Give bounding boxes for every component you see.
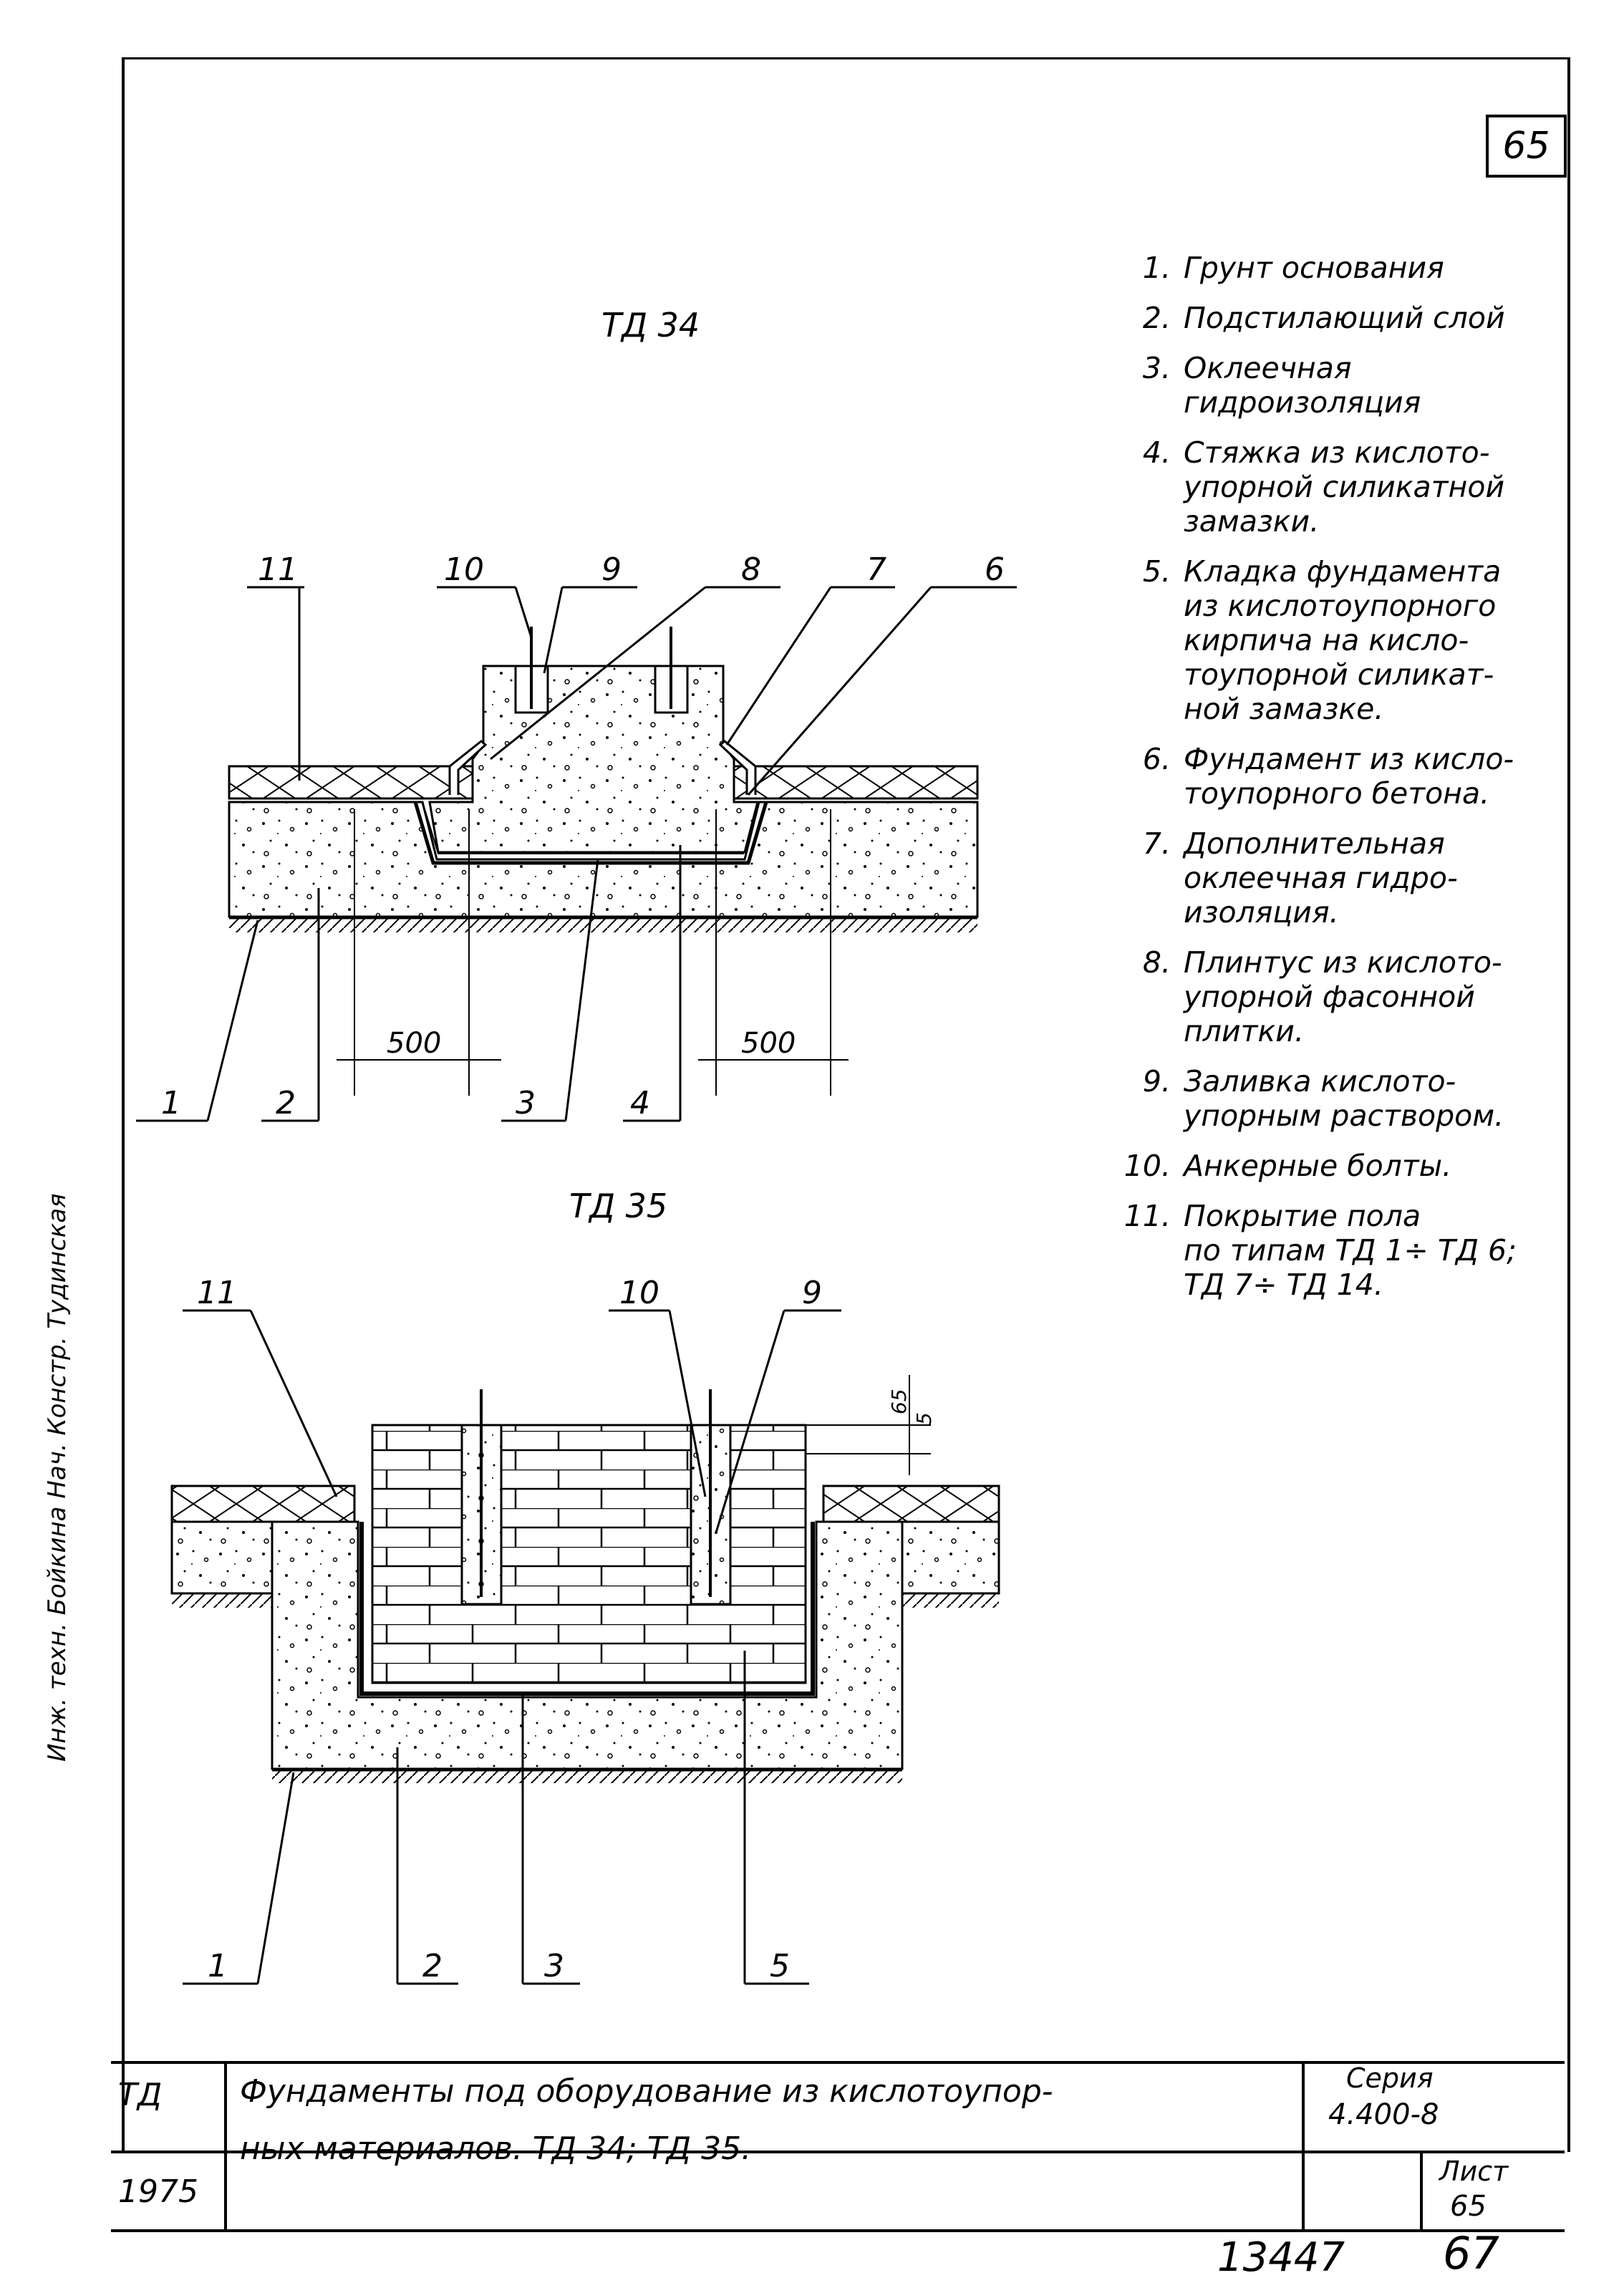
td34-callout-10: 10 (444, 551, 484, 588)
legend-item-text: Оклеечная гидроизоляция (1184, 351, 1421, 420)
td34-waterproofing (413, 801, 768, 865)
title-block-grid (111, 2061, 1565, 2232)
legend-item-text: Грунт основания (1184, 251, 1444, 285)
legend-item-number: 10. (1123, 1149, 1171, 1183)
td35-callout-3: 3 (544, 1948, 564, 1984)
legend-item: 3. Оклеечная гидроизоляция (1117, 351, 1561, 420)
td34-callout-11: 11 (258, 551, 298, 588)
td34-callout-8: 8 (741, 551, 761, 588)
legend-item-text: Стяжка из кислото- упорной силикатной за… (1184, 435, 1505, 539)
td35-callout-10: 10 (619, 1275, 659, 1311)
legend-item-text: Анкерные болты. (1184, 1149, 1452, 1183)
legend-item-text: Плинтус из кислото- упорной фасонной пли… (1184, 945, 1502, 1048)
td35-section (170, 1309, 1000, 1985)
td35-callout-2: 2 (422, 1948, 443, 1984)
legend-item-number: 6. (1142, 742, 1171, 776)
td34-callout-2: 2 (276, 1085, 296, 1121)
td35-waterproofing (359, 1522, 815, 1696)
td34-callouts: 11 10 9 8 7 6 1 2 3 4 500 500 (161, 551, 1005, 1121)
title-block-year: 1975 (118, 2173, 198, 2210)
td34-title: ТД 34 (601, 306, 700, 344)
legend-item-number: 9. (1142, 1064, 1171, 1099)
sheet-corner-number: 65 (1486, 115, 1567, 178)
legend-item: 9. Заливка кислото- упорным раствором. (1117, 1064, 1561, 1133)
legend-item-number: 2. (1142, 301, 1171, 335)
legend-item: 8. Плинтус из кислото- упорной фасонной п… (1117, 945, 1561, 1048)
drawing-frame (122, 57, 1570, 2152)
td35-floor-cover-right (822, 1485, 1000, 1523)
td34-callout-6: 6 (985, 551, 1005, 588)
title-block-title-line2: ных материалов. ТД 34; ТД 35. (240, 2130, 752, 2167)
td35-callout-11: 11 (197, 1275, 237, 1311)
td34-dimension-left: 500 (387, 1027, 441, 1060)
legend-item: 10. Анкерные болты. (1117, 1149, 1561, 1183)
legend-item: 2. Подстилающий слой (1117, 301, 1561, 335)
legend-item: 4. Стяжка из кислото- упорной силикатной … (1117, 435, 1561, 539)
legend-item-number: 11. (1123, 1199, 1171, 1233)
td35-callout-5: 5 (770, 1948, 790, 1984)
td35-floor-cover-left (170, 1485, 356, 1523)
bottom-number-1: 13447 (1217, 2234, 1345, 2281)
legend-item-text: Фундамент из кисло- тоупорного бетона. (1184, 742, 1514, 811)
td35-dimension-5: 5 (912, 1412, 936, 1425)
legend-item-number: 8. (1142, 945, 1171, 980)
title-block-code: ТД (118, 2077, 163, 2113)
td35-callout-1: 1 (208, 1948, 228, 1984)
legend-item: 5. Кладка фундамента из кислотоупорного к… (1117, 554, 1561, 726)
legend-item: 6. Фундамент из кисло- тоупорного бетона. (1117, 742, 1561, 811)
title-block-sheet-label: Лист (1439, 2156, 1509, 2187)
legend-item-number: 1. (1142, 251, 1171, 285)
legend-item-text: Подстилающий слой (1184, 301, 1505, 335)
legend-item: 11. Покрытие пола по типам ТД 1÷ ТД 6; ТД… (1117, 1199, 1561, 1302)
td34-foundation (428, 665, 759, 854)
legend-item-number: 5. (1142, 554, 1171, 589)
title-block-sheet-value: 65 (1450, 2190, 1487, 2223)
td35-callout-9: 9 (802, 1275, 822, 1311)
td35-title: ТД 35 (569, 1187, 667, 1225)
legend-list: 1. Грунт основания 2. Подстилающий слой 3. Ок… (1117, 251, 1561, 1318)
td35-brick-masonry (371, 1424, 807, 1684)
title-block-series-label: Серия (1346, 2062, 1434, 2094)
td34-callout-4: 4 (630, 1085, 650, 1121)
legend-item-text: Дополнительная оклеечная гидро- изоляция… (1184, 826, 1458, 930)
legend-item-number: 7. (1142, 826, 1171, 861)
td34-callout-7: 7 (866, 551, 886, 588)
title-block-title-line1: Фундаменты под оборудование из кислотоуп… (240, 2073, 1053, 2110)
legend-item-text: Кладка фундамента из кислотоупорного кир… (1184, 554, 1502, 726)
td34-section (136, 586, 1017, 1122)
legend-item-text: Покрытие пола по типам ТД 1÷ ТД 6; ТД 7÷… (1184, 1199, 1517, 1302)
bottom-number-2: 67 (1443, 2227, 1499, 2279)
td34-callout-1: 1 (161, 1085, 181, 1121)
td35-dimension-65: 65 (887, 1389, 911, 1414)
td34-dimension-right: 500 (741, 1027, 796, 1060)
legend-item-number: 4. (1142, 435, 1171, 470)
td34-callout-3: 3 (516, 1085, 536, 1121)
legend-item-text: Заливка кислото- упорным раствором. (1184, 1064, 1504, 1133)
td34-plinth-left (448, 740, 488, 795)
legend-item-number: 3. (1142, 351, 1171, 385)
legend-item: 1. Грунт основания (1117, 251, 1561, 285)
legend-item: 7. Дополнительная оклеечная гидро- изоляц… (1117, 826, 1561, 930)
td34-callout-9: 9 (601, 551, 622, 588)
td34-ground (229, 917, 977, 932)
title-block-series-value: 4.400-8 (1328, 2098, 1439, 2131)
td35-callouts: 11 10 9 1 2 3 5 65 5 (197, 1275, 936, 1984)
